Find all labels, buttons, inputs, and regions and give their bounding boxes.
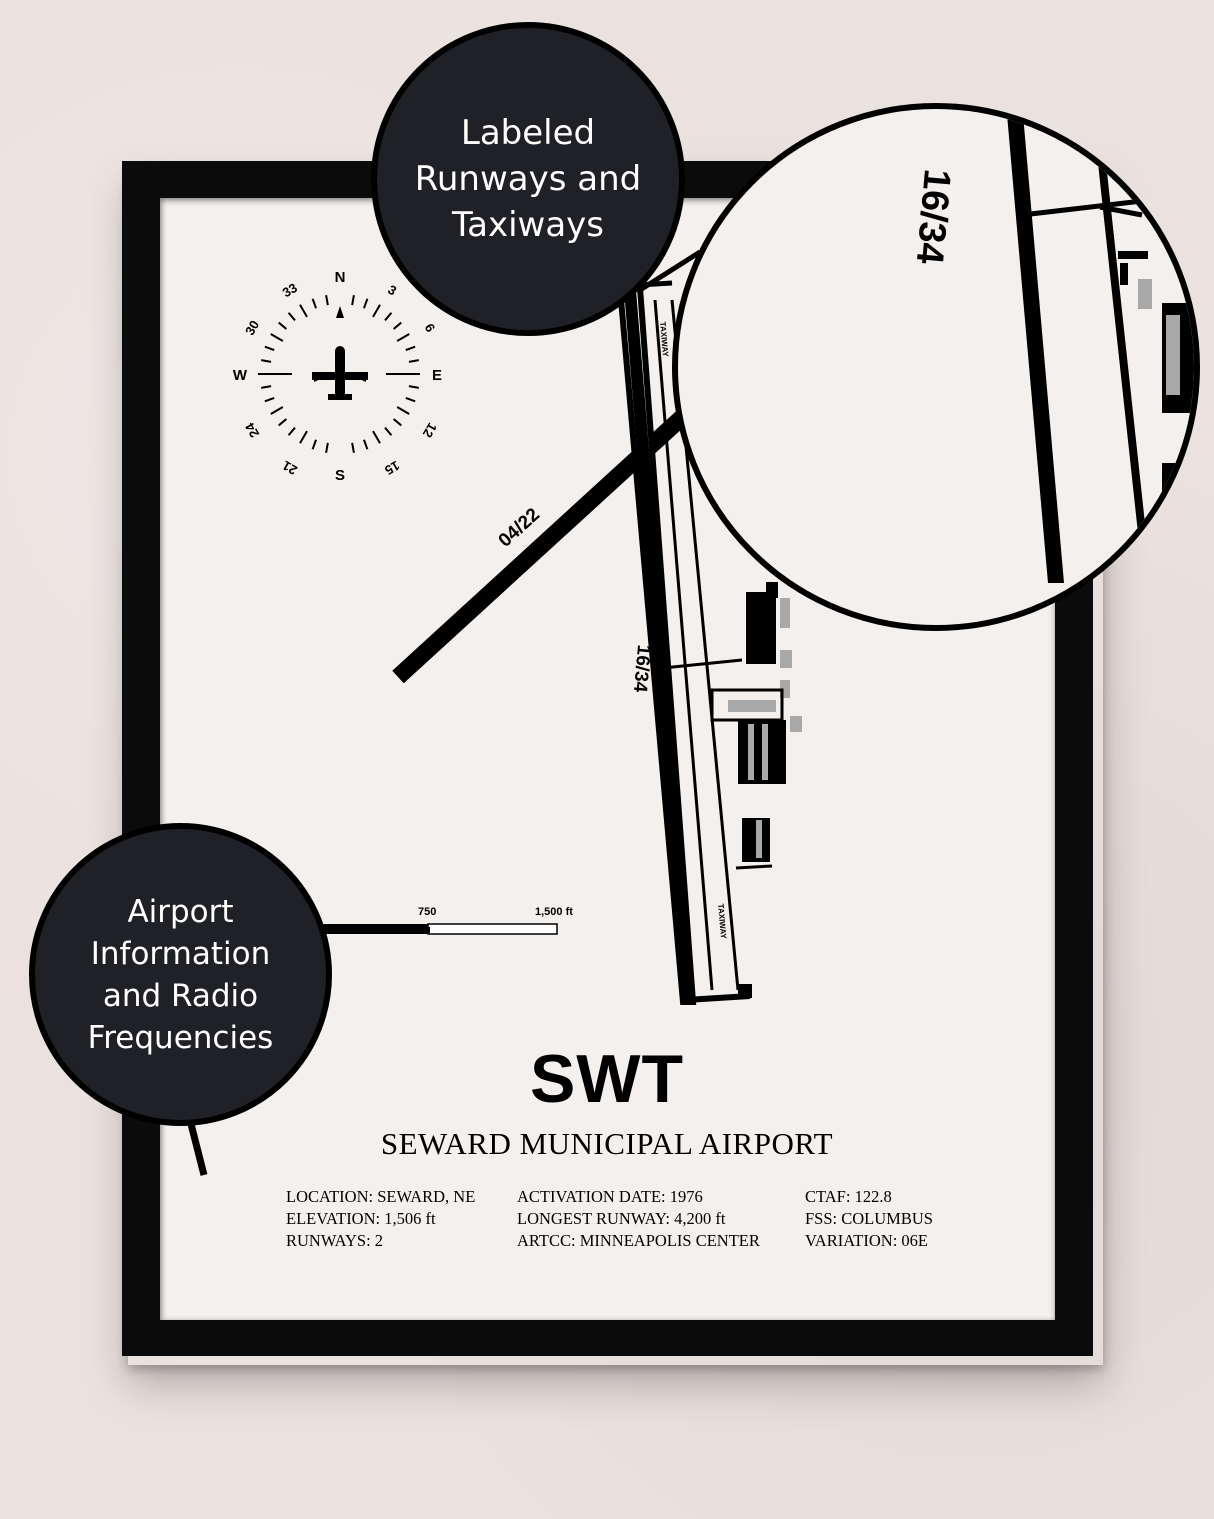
info-location: LOCATION: SEWARD, NE (286, 1187, 476, 1206)
info-artcc: ARTCC: MINNEAPOLIS CENTER (517, 1231, 760, 1250)
info-fss: FSS: COLUMBUS (805, 1209, 933, 1228)
zoom-taxiway (1098, 162, 1146, 534)
compass-tick (392, 321, 402, 330)
compass-rose: N E S W 3 6 12 15 21 24 30 33 (233, 269, 442, 484)
zoom-connector-2 (1099, 204, 1143, 218)
runway-label-16-34: 16/34 (629, 644, 654, 694)
callout-top-text: Labeled Runways and Taxiways (414, 113, 642, 245)
compass-tick (278, 321, 288, 330)
compass-tick (264, 345, 275, 351)
scale-label-mid: 750 (418, 906, 437, 918)
compass-21: 21 (280, 458, 300, 478)
compass-tick (363, 439, 369, 450)
zoom-runway-label: 16/34 (907, 167, 958, 266)
info-activation-date: ACTIVATION DATE: 1976 (517, 1187, 703, 1206)
info-column-3: CTAF: 122.8 FSS: COLUMBUS VARIATION: 06E (805, 1186, 933, 1252)
compass-tick (405, 345, 416, 351)
hangar-shadow-2 (780, 650, 792, 668)
zoom-connector-1 (1021, 198, 1143, 218)
taxiway-end-pad (738, 984, 752, 998)
compass-30: 30 (242, 318, 262, 338)
compass-tick (392, 418, 402, 427)
info-column-2: ACTIVATION DATE: 1976 LONGEST RUNWAY: 4,… (517, 1186, 760, 1252)
compass-tick (261, 359, 272, 363)
compass-tick (372, 430, 381, 444)
zoom-diagram (1006, 109, 1194, 583)
callout-top-line (638, 249, 702, 293)
callout-left-pointer (186, 1119, 208, 1176)
info-ctaf: CTAF: 122.8 (805, 1187, 892, 1206)
connector-taxiway-2 (735, 864, 773, 870)
runway-16-34-strip (624, 289, 694, 1001)
compass-tick (264, 397, 275, 403)
compass-15: 15 (382, 458, 402, 478)
compass-tick (261, 385, 272, 389)
info-elevation: ELEVATION: 1,506 ft (286, 1209, 436, 1228)
compass-tick (396, 333, 410, 342)
compass-tick (408, 385, 419, 389)
compass-tick (270, 406, 284, 415)
zoom-hangar-shadow (1138, 279, 1152, 309)
taxiway-label-bottom: TAXIWAY (716, 903, 728, 939)
airport-code: SWT (529, 1041, 685, 1117)
airplane-icon (312, 346, 368, 400)
apron-shade (728, 700, 776, 712)
compass-w: W (233, 367, 248, 384)
connector-taxiway-1 (662, 658, 743, 670)
compass-s: S (335, 467, 345, 484)
compass-tick (384, 312, 393, 322)
compass-tick (287, 426, 296, 436)
hangar-south-gap (756, 820, 762, 858)
compass-tick (278, 418, 288, 427)
hangar-row-gap-1 (748, 724, 754, 780)
compass-tick (325, 442, 329, 453)
compass-tick (351, 295, 355, 306)
compass-n: N (335, 269, 346, 286)
callout-labeled-runways: Labeled Runways and Taxiways (371, 22, 685, 336)
compass-e: E (432, 367, 442, 384)
compass-tick (372, 304, 381, 318)
compass-tick (311, 439, 317, 450)
scale-label-end: 1,500 ft (535, 906, 573, 918)
compass-tick (299, 304, 308, 318)
north-arrow-icon (336, 306, 344, 318)
hangar-shadow-4 (790, 716, 802, 732)
hangar-row-gap-2 (762, 724, 768, 780)
compass-tick (405, 397, 416, 403)
compass-tick (351, 442, 355, 453)
taxiway-edge-left (653, 299, 714, 991)
airport-name: SEWARD MUNICIPAL AIRPORT (380, 1126, 834, 1161)
info-column-1: LOCATION: SEWARD, NE ELEVATION: 1,506 ft… (286, 1186, 475, 1252)
callout-airport-information: Airport Information and Radio Frequencie… (29, 823, 332, 1126)
hangar-shadow-3 (780, 680, 790, 698)
hangar-block-1 (746, 592, 776, 664)
compass-33: 33 (280, 280, 300, 300)
compass-tick (363, 298, 369, 309)
callout-left-text: Airport Information and Radio Frequencie… (87, 893, 274, 1056)
compass-tick (408, 359, 419, 363)
compass-tick (325, 295, 329, 306)
compass-tick (311, 298, 317, 309)
compass-12: 12 (420, 420, 440, 440)
taxiway-label-top: TAXIWAY (658, 321, 670, 357)
zoom-detail-circle: 16/34 (672, 103, 1200, 631)
info-variation: VARIATION: 06E (805, 1231, 928, 1250)
hangar-shadow-1 (780, 598, 790, 628)
compass-tick (270, 333, 284, 342)
compass-tick (384, 426, 393, 436)
compass-tick (396, 406, 410, 415)
info-runways: RUNWAYS: 2 (286, 1231, 384, 1250)
hangar-block-2 (766, 582, 778, 598)
compass-tick (287, 312, 296, 322)
compass-tick (299, 430, 308, 444)
zoom-runway-16-34 (1006, 109, 1064, 583)
info-longest-runway: LONGEST RUNWAY: 4,200 ft (517, 1209, 726, 1228)
